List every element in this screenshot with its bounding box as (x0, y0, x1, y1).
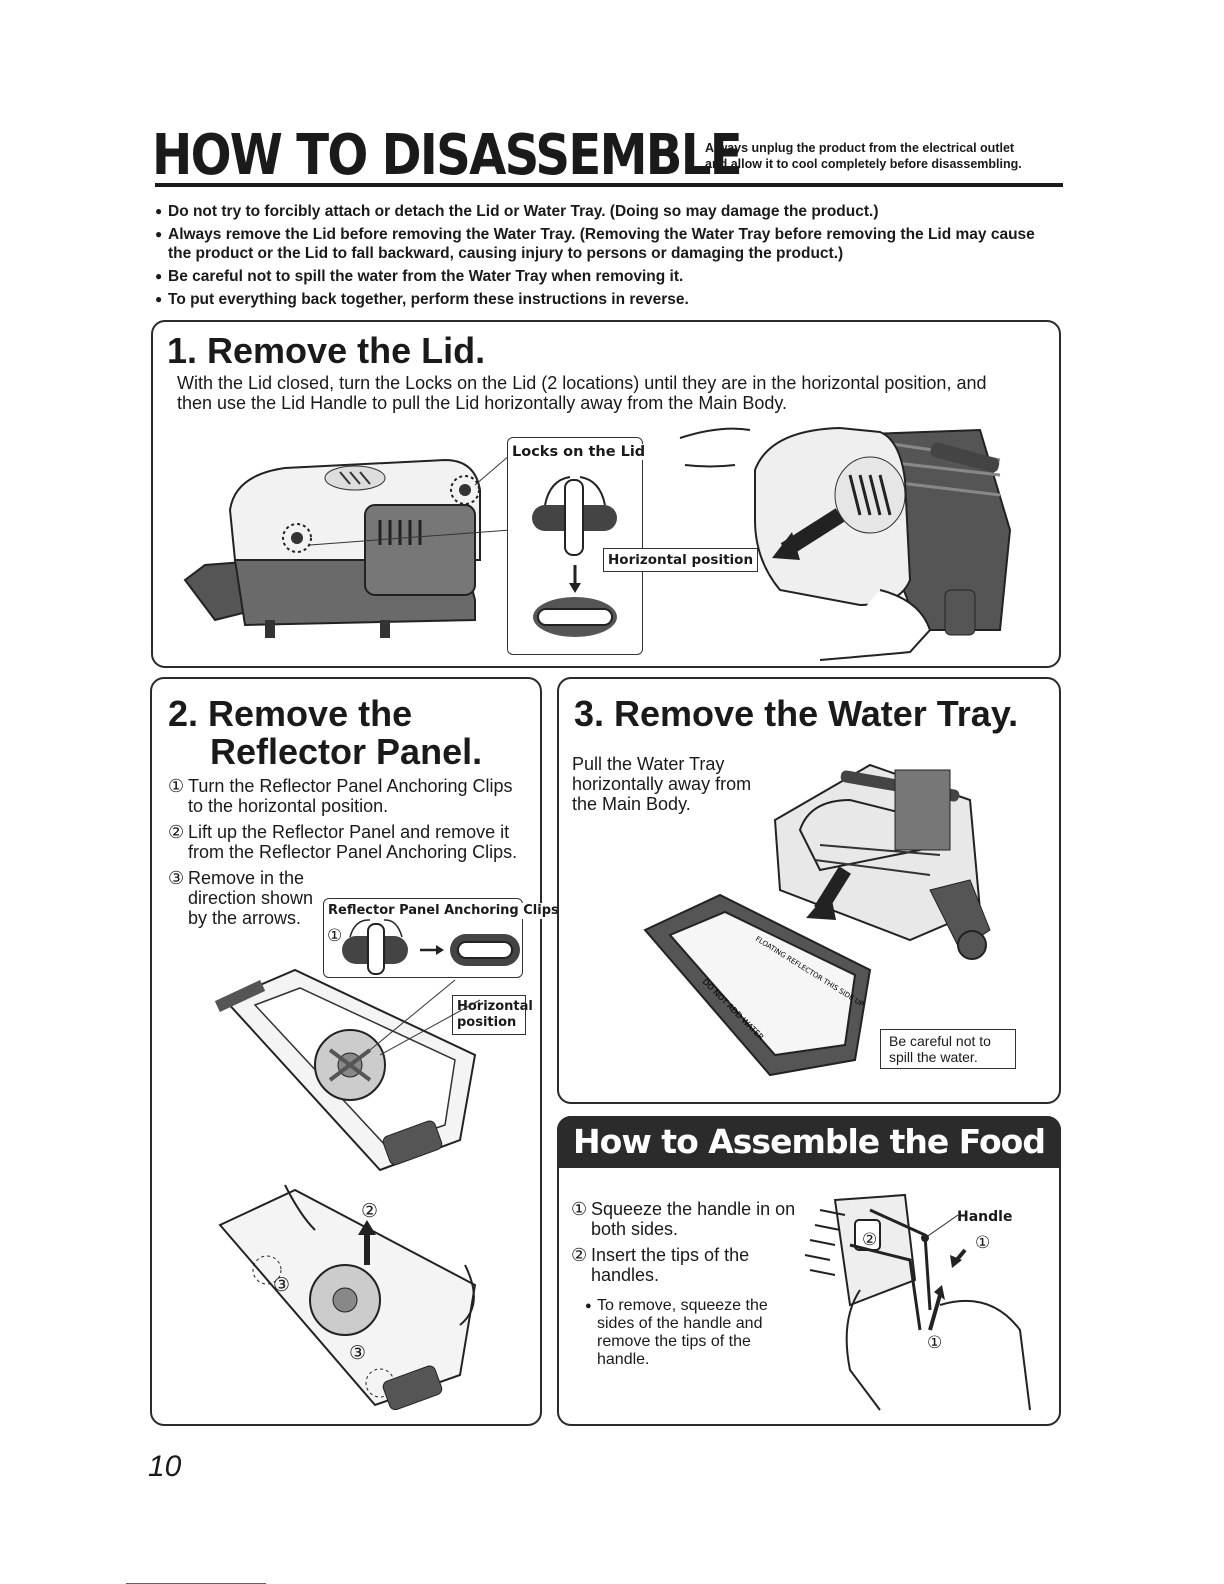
assemble-banner: How to Assemble the Food Server (557, 1116, 1061, 1213)
assemble-item: ① Squeeze the handle in on both sides. (571, 1199, 796, 1239)
food-server-illustration (804, 1193, 1031, 1411)
clip-marker-left: ③ (273, 1275, 291, 1296)
step2-item: ① Turn the Reflector Panel Anchoring Cli… (168, 776, 528, 816)
grill-closed-illustration (183, 454, 511, 638)
warning-item: Do not try to forcibly attach or detach … (155, 202, 1055, 221)
step2-instructions: ① Turn the Reflector Panel Anchoring Cli… (168, 776, 528, 934)
step2-item-text: Lift up the Reflector Panel and remove i… (188, 822, 518, 862)
assemble-item: ② Insert the tips of the handles. (571, 1245, 796, 1285)
clips-label: Reflector Panel Anchoring Clips (325, 903, 562, 919)
assemble-item-number: ② (571, 1245, 588, 1265)
lift-marker: ② (361, 1201, 379, 1222)
horizontal-position-label: Horizontal position (603, 548, 759, 572)
caution-callout: Be careful not to spill the water. (880, 1029, 1016, 1069)
step2-item-number: ② (168, 822, 185, 842)
assemble-item-text: Insert the tips of the handles. (591, 1245, 750, 1285)
step2-item-number: ③ (168, 868, 185, 888)
reflector-panel-illustration (214, 968, 481, 1172)
safety-note: Always unplug the product from the elect… (705, 140, 1075, 172)
locks-label: Locks on the Lid (508, 444, 650, 460)
step2-item-number: ① (168, 776, 185, 796)
remove-note: ● To remove, squeeze the sides of the ha… (585, 1297, 768, 1368)
step2-item: ③ Remove in the direction shown by the a… (168, 868, 328, 928)
step2-title: 2. Remove the Reflector Panel. (168, 695, 482, 771)
clip-step-number: ① (327, 926, 343, 945)
warning-item: Be careful not to spill the water from t… (155, 267, 1055, 286)
step2-item: ② Lift up the Reflector Panel and remove… (168, 822, 528, 862)
lid-removal-illustration (679, 426, 1012, 661)
step2-item-text: Turn the Reflector Panel Anchoring Clips… (188, 776, 513, 816)
page-title: HOW TO DISASSEMBLE (152, 123, 743, 188)
assemble-instructions: ① Squeeze the handle in on both sides. ②… (571, 1199, 796, 1291)
clip-rotation-diagram (342, 919, 520, 975)
step2-item-text: Remove in the direction shown by the arr… (188, 868, 314, 928)
step2-title-line-1: 2. Remove the (168, 693, 413, 734)
water-tray-illustration: FLOATING REFLECTOR THIS SIDE UP DO NOT A… (643, 763, 991, 1077)
clip-marker-right: ③ (349, 1343, 367, 1364)
assemble-item-number: ① (571, 1199, 588, 1219)
step3-text: Pull the Water Tray horizontally away fr… (572, 754, 752, 814)
handle-label: Handle (957, 1209, 1013, 1225)
step1-text: With the Lid closed, turn the Locks on t… (177, 373, 987, 413)
safety-note-line-1: Always unplug the product from the elect… (705, 141, 1015, 155)
clip-horizontal-label: Horizontal position (452, 995, 533, 1035)
safety-note-line-2: and allow it to cool completely before d… (705, 157, 1022, 171)
page-number: 10 (148, 1450, 182, 1483)
reflector-lift-illustration (218, 1184, 477, 1411)
warning-list: Do not try to forcibly attach or detach … (155, 202, 1055, 313)
insert-marker: ② (862, 1230, 878, 1249)
step2-title-line-2: Reflector Panel. (210, 731, 483, 772)
squeeze-marker-bottom: ① (927, 1333, 943, 1352)
assemble-item-text: Squeeze the handle in on both sides. (591, 1199, 796, 1239)
step1-title: 1. Remove the Lid. (167, 330, 486, 371)
header-divider (155, 183, 1063, 187)
remove-note-text: To remove, squeeze the sides of the hand… (597, 1297, 768, 1368)
caution-text: Be careful not to spill the water. (889, 1033, 991, 1065)
squeeze-marker-top: ① (975, 1233, 991, 1252)
lock-rotation-diagram (532, 476, 617, 637)
step3-title: 3. Remove the Water Tray. (574, 693, 1019, 734)
warning-item: Always remove the Lid before removing th… (155, 225, 1055, 263)
warning-item: To put everything back together, perform… (155, 290, 1055, 309)
